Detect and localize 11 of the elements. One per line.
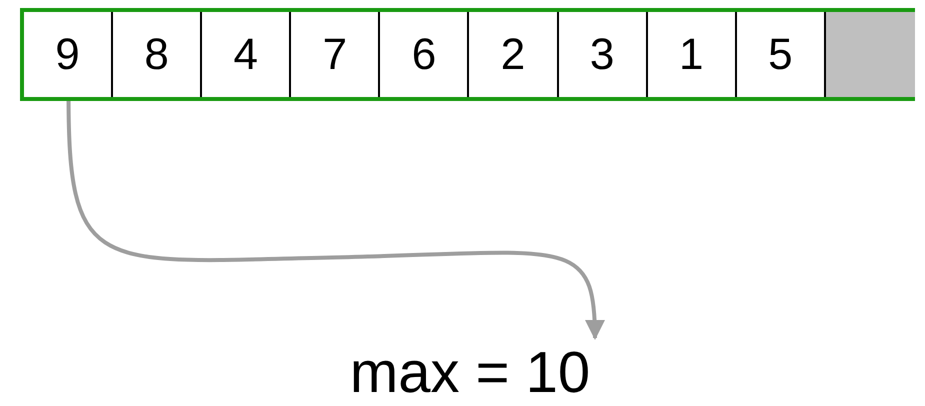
array-outline bbox=[20, 8, 915, 101]
array-cell: 3 bbox=[558, 12, 648, 97]
array-cell: 1 bbox=[648, 12, 737, 97]
array-cell: 8 bbox=[113, 12, 202, 97]
array-cell: 6 bbox=[380, 12, 470, 97]
array-cell: 4 bbox=[202, 12, 292, 97]
array-cell: 9 bbox=[24, 12, 114, 97]
array-cell: 7 bbox=[291, 12, 380, 97]
empty-cell bbox=[826, 12, 915, 97]
max-label: max = 10 bbox=[300, 340, 640, 404]
array-cell: 2 bbox=[470, 12, 559, 97]
